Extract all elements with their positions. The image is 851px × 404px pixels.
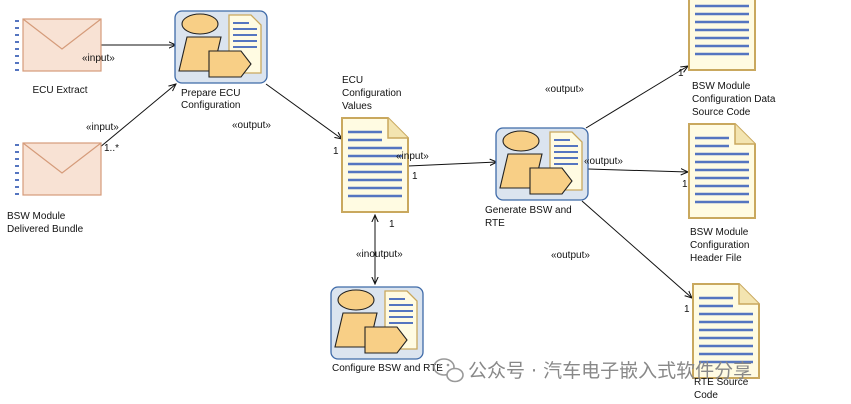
prepare-label-line2: Configuration [181,100,240,111]
multiplicity-label: 1 [333,146,339,157]
edge-label-output: «output» [545,84,584,95]
edge-values-to-generate [407,162,497,167]
configure-task-node: Configure BSW and RTE [330,286,443,374]
rte-source-node: RTE Source Code [691,282,761,401]
edge-label-input: «input» [86,122,119,133]
bsw-config-data-node: BSW Module Configuration Data Source Cod… [687,0,776,118]
task-icon [174,10,268,84]
bsw-bundle-label-line1: BSW Module [7,211,66,222]
bsw-config-header-node: BSW Module Configuration Header File [687,122,757,264]
multiplicity-label: 1 [389,219,395,230]
bsw-bundle-label-line2: Delivered Bundle [7,224,84,235]
edge-generate-to-rte [581,200,692,298]
document-icon [340,116,410,214]
header-label-line3: Header File [690,253,742,264]
prepare-task-node: Prepare ECU Configuration [174,10,268,111]
document-icon [687,122,757,220]
edge-label-output: «output» [551,250,590,261]
edge-bundle-to-prepare [98,84,176,149]
multiplicity-label: 1 [412,171,418,182]
multiplicity-label: 1 [684,304,690,315]
edge-label-inoutput: «inoutput» [356,249,403,260]
multiplicity-label: 1 [682,179,688,190]
ecu-config-values-node: ECU Configuration Values [340,75,410,214]
bsw-bundle-node: BSW Module Delivered Bundle [7,142,102,235]
edge-label-output: «output» [232,120,271,131]
task-icon [330,286,424,360]
task-icon [495,127,589,201]
data-label-line2: Configuration Data [692,94,776,105]
edge-label-input: «input» [396,151,429,162]
generate-task-node: Generate BSW and RTE [485,127,589,229]
ecu-extract-label: ECU Extract [32,85,87,96]
watermark: 公众号 · 汽车电子嵌入式软件分享 [433,358,752,383]
data-label-line1: BSW Module [692,81,751,92]
header-label-line2: Configuration [690,240,749,251]
generate-label-line1: Generate BSW and [485,205,572,216]
data-label-line3: Source Code [692,107,751,118]
multiplicity-label: 1 [678,68,684,79]
edge-label-output: «output» [584,156,623,167]
edge-generate-to-data [585,66,688,129]
watermark-text: 公众号 · 汽车电子嵌入式软件分享 [468,360,752,382]
values-label-line3: Values [342,101,372,112]
wechat-icon [433,358,464,383]
values-label-line1: ECU [342,75,363,86]
edge-generate-to-header [587,169,688,172]
values-label-line2: Configuration [342,88,401,99]
configure-label: Configure BSW and RTE [332,363,443,374]
prepare-label-line1: Prepare ECU [181,88,240,99]
rte-label-line1: RTE Source [694,377,749,388]
generate-label-line2: RTE [485,218,505,229]
multiplicity-label: 1..* [104,143,119,154]
envelope-icon [14,142,102,196]
multiplicity-labels: 1..* 1 1 1 1 1 1 [104,68,690,315]
ecu-extract-node: ECU Extract [14,18,102,96]
edge-label-input: «input» [82,53,115,64]
document-icon [687,0,757,72]
header-label-line1: BSW Module [690,227,749,238]
rte-label-line2: Code [694,390,718,401]
connectors [98,45,692,298]
edge-prepare-to-values [265,83,342,139]
edge-labels: «input» «input» «output» «input» «output… [82,53,623,261]
